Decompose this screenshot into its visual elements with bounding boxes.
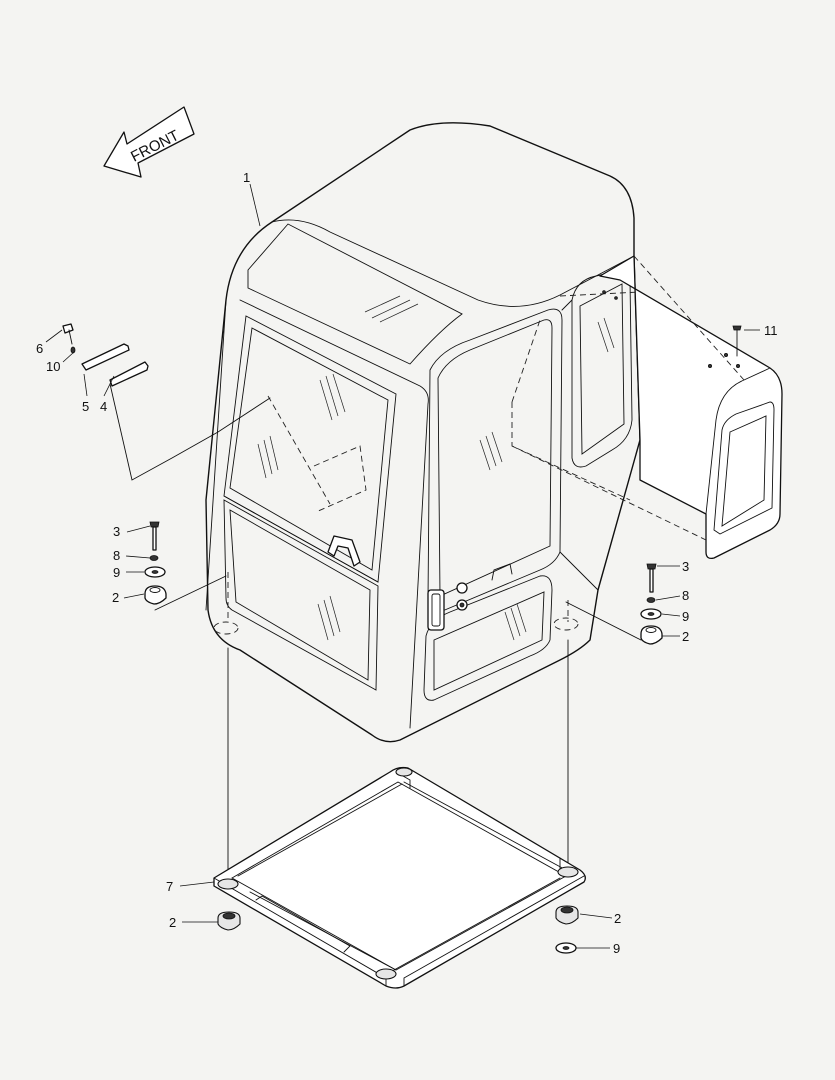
callout-8-left: 8 (113, 548, 120, 563)
cab-body (205, 122, 641, 743)
callout-10: 10 (46, 359, 60, 374)
callouts: 1 6 10 5 4 11 3 8 9 2 3 8 9 2 7 2 2 9 (36, 170, 778, 956)
mount-bottom-left (217, 911, 241, 931)
bolt-6 (62, 323, 76, 354)
callout-5: 5 (82, 399, 89, 414)
base-frame (213, 766, 586, 989)
callout-11: 11 (764, 323, 778, 338)
callout-3-left: 3 (113, 524, 120, 539)
callout-2-bottom-left: 2 (169, 915, 176, 930)
seal-strips (81, 343, 271, 481)
mount-bottom-right (555, 905, 579, 954)
mount-stack-right (565, 563, 663, 645)
callout-7: 7 (166, 879, 173, 894)
callout-9-right: 9 (682, 609, 689, 624)
callout-2-left: 2 (112, 590, 119, 605)
callout-2-right: 2 (682, 629, 689, 644)
callout-9-bottom: 9 (613, 941, 620, 956)
callout-9-left: 9 (113, 565, 120, 580)
front-arrow: FRONT (103, 106, 195, 178)
callout-8-right: 8 (682, 588, 689, 603)
rear-duct (511, 255, 783, 560)
leader-lines (45, 183, 760, 949)
callout-6: 6 (36, 341, 43, 356)
mount-stack-left (144, 521, 227, 611)
callout-2-bottom-right: 2 (614, 911, 621, 926)
callout-3-right: 3 (682, 559, 689, 574)
callout-1: 1 (243, 170, 250, 185)
callout-4: 4 (100, 399, 107, 414)
